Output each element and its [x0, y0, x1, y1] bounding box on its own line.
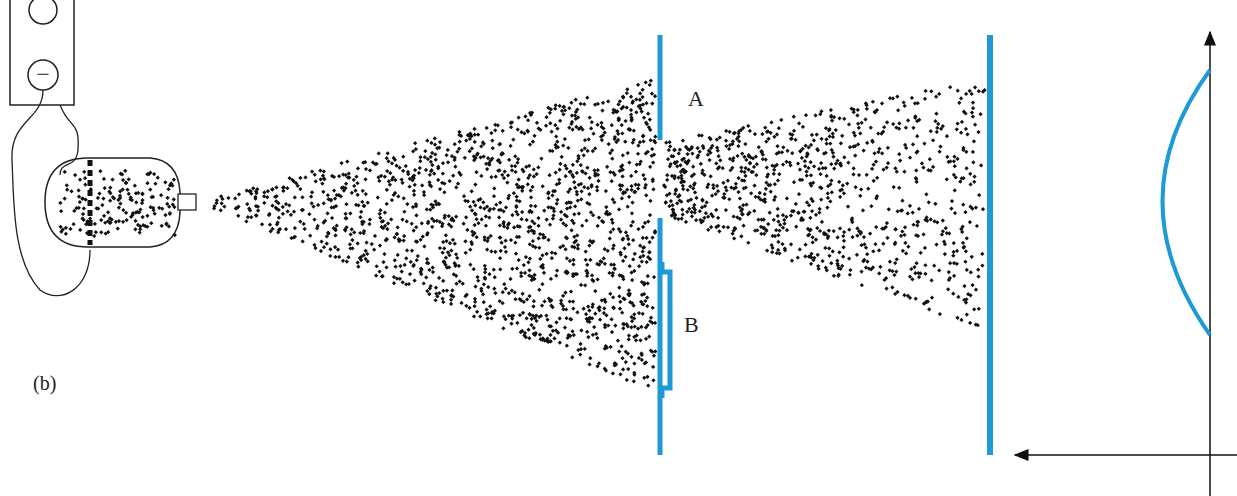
- wire: [12, 90, 90, 296]
- barrier: [658, 218, 663, 455]
- axis: [1015, 454, 1237, 456]
- slit-label: A: [688, 88, 704, 110]
- axis: [1209, 32, 1211, 496]
- slit-cover: [662, 262, 670, 398]
- slit-label: B: [684, 314, 699, 336]
- terminal: [28, 60, 58, 90]
- screen: [987, 35, 993, 455]
- terminal: [29, 0, 57, 24]
- electron-gun: [45, 158, 180, 247]
- nozzle: [178, 194, 196, 210]
- barrier: [658, 35, 663, 140]
- distribution-curve: [1163, 70, 1211, 335]
- particle-spray: [58, 79, 986, 388]
- power-supply: [10, 0, 74, 105]
- polarity-sign: −: [36, 62, 50, 86]
- figure-label: (b): [33, 373, 56, 393]
